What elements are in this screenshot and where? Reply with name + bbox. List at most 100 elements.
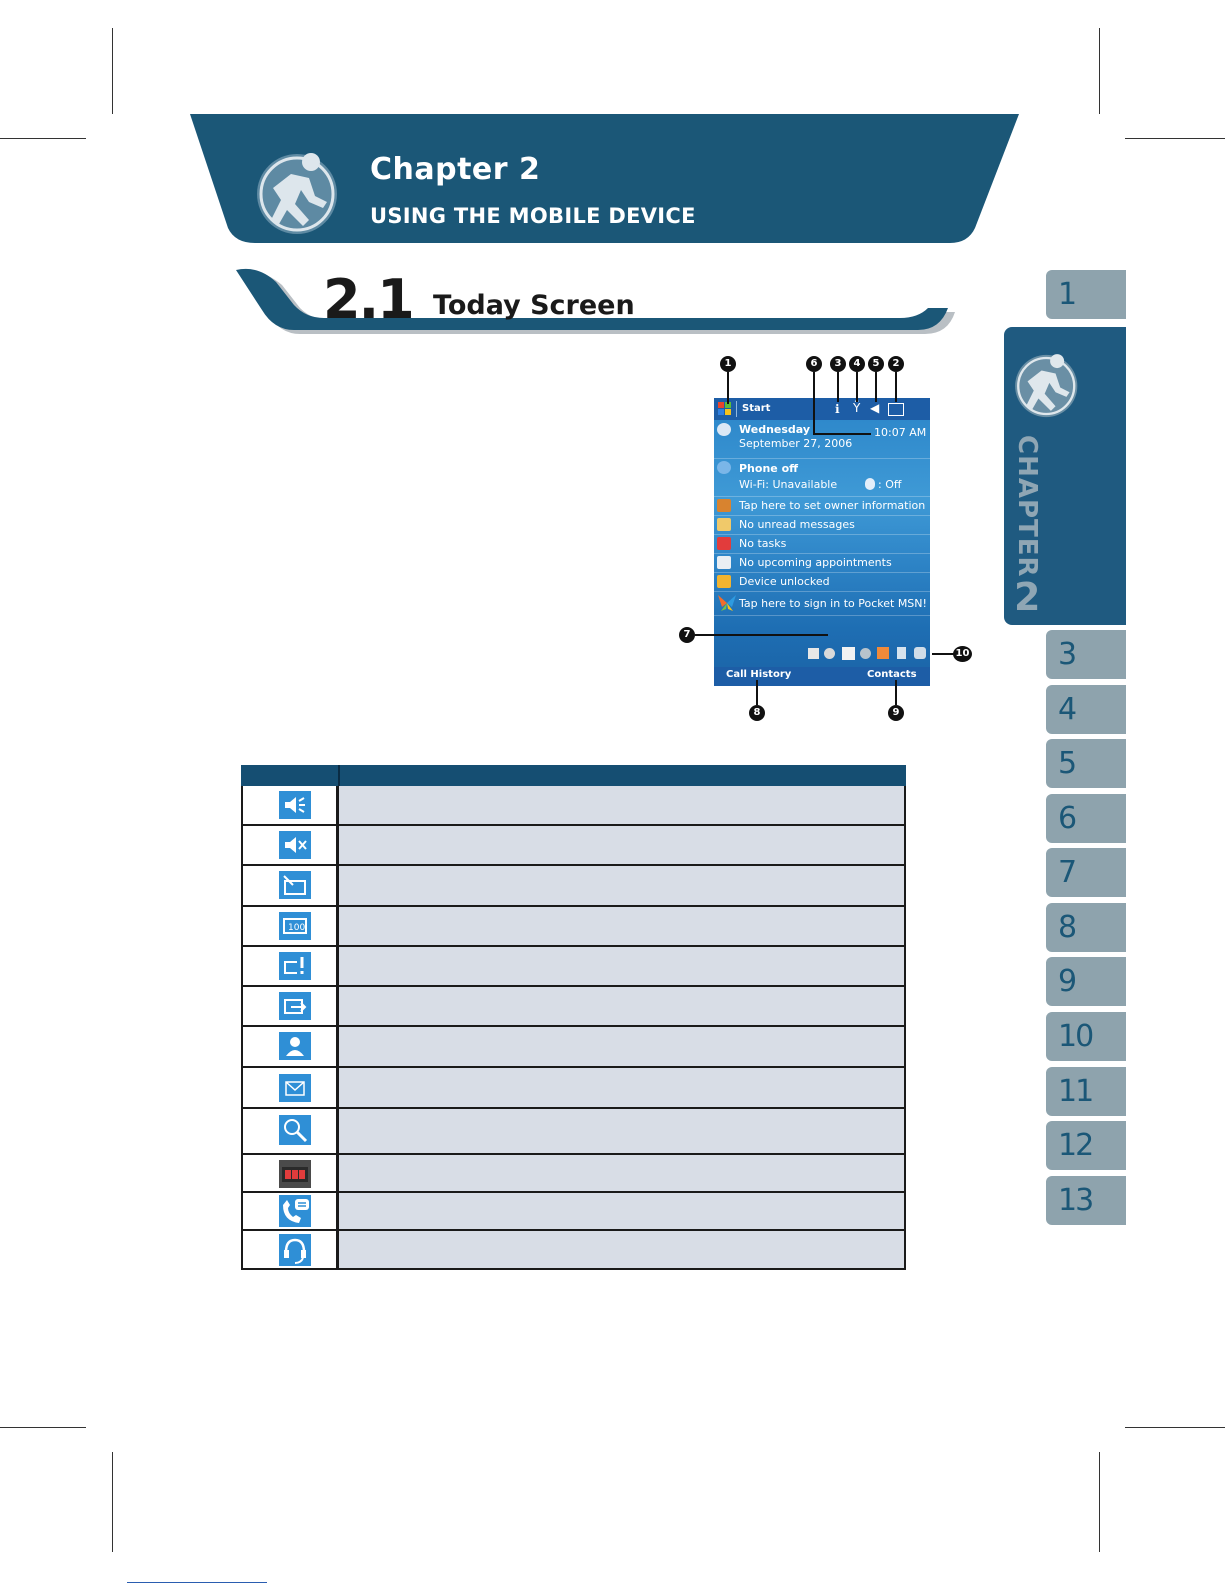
callout-leader [856, 372, 858, 402]
contacts-softkey[interactable]: Contacts [867, 669, 917, 680]
chapter-tab-3[interactable]: 3 [1046, 630, 1126, 679]
phone-message-icon [279, 1195, 311, 1227]
table-header [241, 765, 906, 786]
messages-text: No unread messages [739, 518, 855, 531]
chapter-tab-6[interactable]: 6 [1046, 794, 1126, 843]
callout-leader [695, 634, 828, 636]
chapter-tab-9[interactable]: 9 [1046, 957, 1126, 1006]
callout-5: 5 [868, 356, 884, 372]
bluetooth-icon [865, 478, 875, 490]
chapter-tab-13[interactable]: 13 [1046, 1176, 1126, 1225]
icon-cell [243, 1155, 339, 1191]
owner-text: Tap here to set owner information [739, 499, 926, 512]
headset-icon [279, 1234, 311, 1266]
icon-cell [243, 826, 339, 864]
today-screen: Start ℹ Ÿ ◀ Wednesday September 27, 2006… [714, 398, 930, 686]
speaker-mute-icon [279, 831, 311, 859]
lock-row[interactable] [714, 572, 930, 592]
wifi-status: Wi-Fi: Unavailable [739, 478, 838, 491]
battery-icon[interactable] [888, 403, 904, 416]
icon-cell [243, 1231, 339, 1268]
battery-low-icon [279, 952, 311, 980]
divider [736, 401, 737, 417]
messages-row[interactable] [714, 515, 930, 535]
chapter-tab-12[interactable]: 12 [1046, 1121, 1126, 1170]
appointments-row[interactable] [714, 553, 930, 573]
callout-3: 3 [830, 356, 846, 372]
callout-2: 2 [888, 356, 904, 372]
tray-icon-5[interactable] [877, 647, 889, 659]
phone-row[interactable] [714, 458, 930, 497]
softkey-bar [714, 667, 930, 686]
msn-row[interactable] [714, 591, 930, 616]
speaker-icon[interactable]: ◀ [870, 401, 880, 415]
tray-icon-4[interactable] [860, 648, 871, 659]
icon-cell [243, 1068, 339, 1107]
phone-status: Phone off [739, 462, 799, 475]
title-bar [714, 398, 930, 420]
table-row [241, 786, 906, 826]
start-menu-label[interactable]: Start [742, 403, 771, 414]
chapter-tab-7[interactable]: 7 [1046, 848, 1126, 897]
speaker-on-icon [279, 791, 311, 819]
chapter-tab-5[interactable]: 5 [1046, 739, 1126, 788]
table-row [241, 1109, 906, 1155]
callout-leader [895, 372, 897, 402]
owner-row[interactable] [714, 496, 930, 516]
info-icon[interactable]: ℹ [835, 402, 840, 416]
callout-6: 6 [806, 356, 822, 372]
running-man-icon [1015, 354, 1078, 418]
icon-cell [243, 1027, 339, 1066]
chapter-banner [190, 114, 1019, 334]
crop-mark [0, 1427, 86, 1428]
date-row[interactable] [714, 420, 930, 459]
callout-8: 8 [749, 705, 765, 721]
battery-full-icon: 100 [279, 912, 311, 940]
tray-icon-3[interactable] [842, 647, 855, 660]
chapter-tab-4[interactable]: 4 [1046, 685, 1126, 734]
lock-text: Device unlocked [739, 575, 830, 588]
chapter-tab-11[interactable]: 11 [1046, 1067, 1126, 1116]
callout-leader [895, 680, 897, 705]
cards-icon [279, 1160, 311, 1188]
table-row [241, 987, 906, 1027]
icon-cell [243, 1193, 339, 1229]
tray-icon-2[interactable] [824, 648, 835, 659]
table-row [241, 1068, 906, 1109]
crop-mark [112, 1452, 113, 1552]
tray-icon-6[interactable] [897, 647, 906, 659]
crop-mark [112, 28, 113, 114]
chapter-tab-8[interactable]: 8 [1046, 903, 1126, 952]
call-history-softkey[interactable]: Call History [726, 669, 792, 680]
callout-7: 7 [679, 627, 695, 643]
table-row [241, 1193, 906, 1231]
search-icon [279, 1115, 311, 1145]
chapter-tab-number: 2 [1014, 575, 1041, 619]
chapter-tab-1[interactable]: 1 [1046, 270, 1126, 319]
callout-leader [727, 372, 729, 404]
icon-cell [243, 866, 339, 905]
icon-cell [243, 987, 339, 1025]
windows-start-icon[interactable] [716, 401, 734, 417]
crop-mark [0, 138, 86, 139]
chapter-tab-label: CHAPTER [1012, 435, 1042, 578]
chapter-tab-10[interactable]: 10 [1046, 1012, 1126, 1061]
crop-mark [1099, 1452, 1100, 1552]
owner-icon [717, 499, 731, 512]
callout-leader [813, 433, 871, 435]
table-row [241, 1231, 906, 1270]
signal-off-icon[interactable]: Ÿ [853, 401, 861, 415]
callout-10: 10 [953, 646, 972, 662]
callout-leader [813, 372, 815, 434]
chapter-title: Chapter 2 [370, 152, 541, 187]
section-title: Today Screen [433, 290, 635, 321]
table-row [241, 866, 906, 907]
callout-4: 4 [849, 356, 865, 372]
table-row [241, 826, 906, 866]
icon-cell [243, 1109, 339, 1153]
antenna-icon [717, 461, 731, 474]
clock-icon [717, 423, 731, 436]
tasks-row[interactable] [714, 534, 930, 554]
tray-icon-7[interactable] [914, 647, 926, 659]
tray-icon-1[interactable] [808, 648, 819, 659]
